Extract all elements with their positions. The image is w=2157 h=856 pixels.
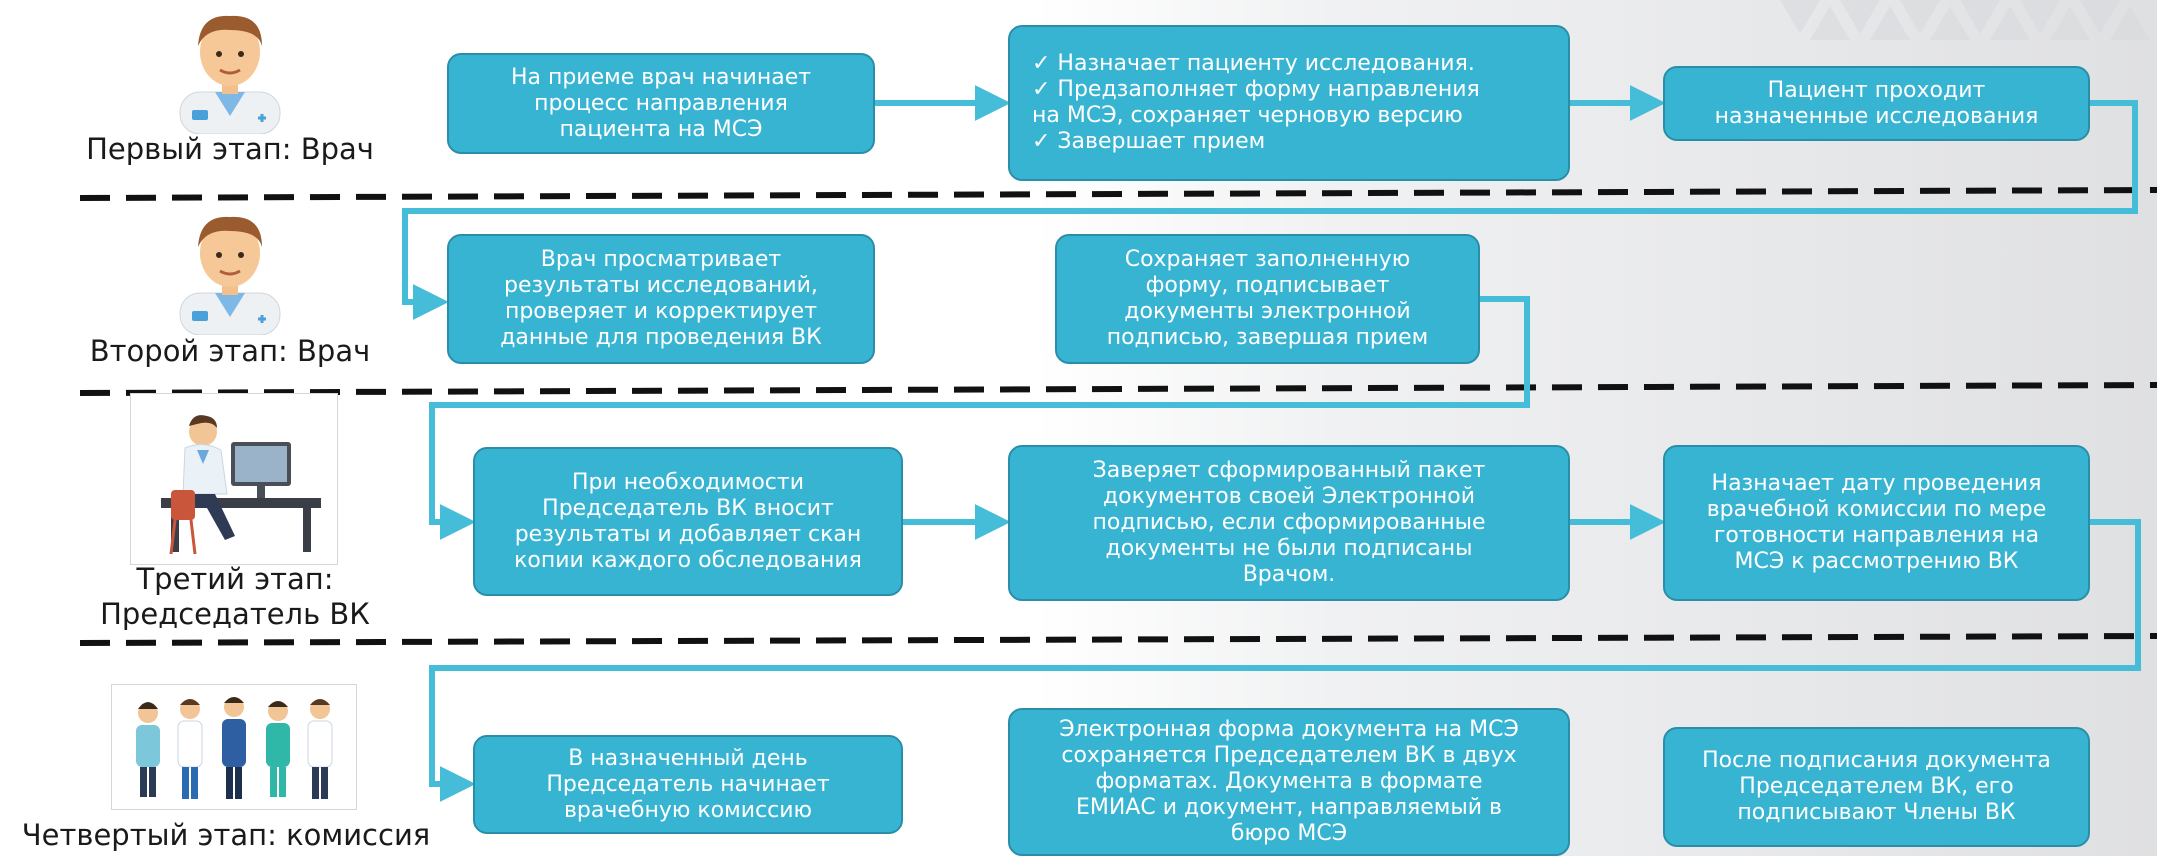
step-certify-package: Заверяет сформированный пакет документов… (1008, 445, 1570, 601)
stage-label: Второй этап: Врач (89, 334, 371, 368)
doctor-at-desk-icon (130, 393, 338, 565)
step-save-document: Электронная форма документа на МСЭ сохра… (1008, 708, 1570, 856)
step-patient-tests: Пациент проходит назначенные исследовани… (1663, 66, 2090, 141)
stage-label: Третий этап: Председатель ВК (100, 562, 370, 631)
doctor-avatar-icon (179, 216, 281, 335)
step-start-referral: На приеме врач начинает процесс направле… (447, 53, 875, 154)
step-review-results: Врач просматривает результаты исследован… (447, 234, 875, 364)
step-add-scans: При необходимости Председатель ВК вносит… (473, 447, 903, 596)
medical-team-icon (111, 684, 357, 810)
step-members-sign: После подписания документа Председателем… (1663, 727, 2090, 847)
step-assign-tests: ✓ Назначает пациенту исследования. ✓ Пре… (1008, 25, 1570, 181)
stage-label: Четвертый этап: комиссия (21, 818, 431, 852)
stage-label: Первый этап: Врач (86, 132, 374, 166)
doctor-avatar-icon (179, 15, 281, 134)
step-start-commission: В назначенный день Председатель начинает… (473, 735, 903, 834)
step-assign-date: Назначает дату проведения врачебной коми… (1663, 445, 2090, 601)
step-sign-form: Сохраняет заполненную форму, подписывает… (1055, 234, 1480, 364)
